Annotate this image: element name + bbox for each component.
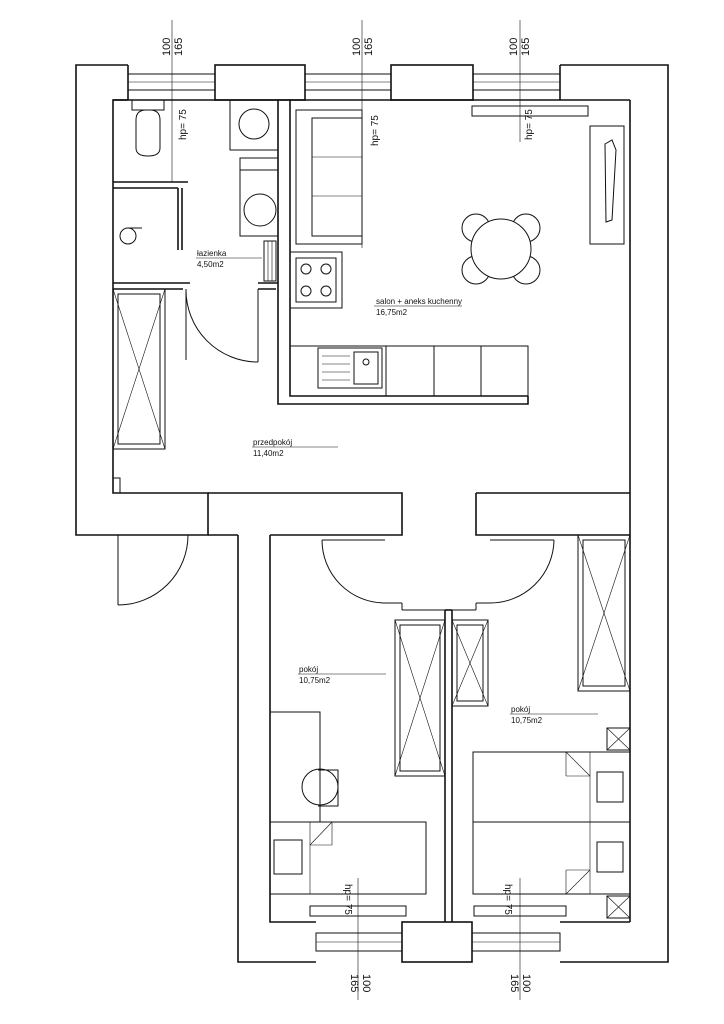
dimension-lines — [171, 20, 598, 1000]
living-name: salon + aneks kuchenny — [376, 297, 462, 306]
room1-area: 10,75m2 — [299, 676, 331, 685]
hall-name: przedpokój — [253, 438, 292, 447]
window5-width: 100 — [520, 974, 532, 992]
double-bed-icon — [472, 751, 631, 895]
dining-table-icon — [461, 213, 541, 285]
window3-width: 100 — [508, 38, 520, 56]
bottom-windows — [315, 932, 561, 952]
bathroom-sink-icon — [239, 157, 279, 237]
hall-area: 11,40m2 — [253, 449, 284, 458]
window2-height: 165 — [363, 38, 375, 56]
doors — [112, 288, 555, 606]
room2-name: pokój — [511, 705, 530, 714]
window4-height: 165 — [348, 974, 360, 992]
room-labels: łazienka 4,50m2 salon + aneks kuchenny 1… — [197, 249, 543, 725]
bathroom-area: 4,50m2 — [197, 260, 224, 269]
washing-machine-icon — [229, 99, 279, 151]
living-furniture — [289, 105, 625, 397]
window2-width: 100 — [351, 38, 363, 56]
tv-stand-icon — [589, 125, 625, 245]
window1-sill: hp= 75 — [178, 109, 189, 140]
room2-area: 10,75m2 — [511, 716, 543, 725]
living-area: 16,75m2 — [376, 308, 408, 317]
kitchen-sink-icon — [317, 347, 383, 389]
window1-height: 165 — [173, 38, 185, 56]
shower-drain-icon — [119, 227, 142, 245]
inner-walls — [113, 99, 630, 922]
window5-height: 165 — [508, 974, 520, 992]
window2-sill: hp= 75 — [370, 115, 381, 146]
stove-icon — [289, 251, 343, 309]
outer-walls — [75, 64, 669, 963]
sofa-icon — [295, 109, 363, 245]
desk-chair-icon — [301, 768, 339, 807]
bedroom2-furniture — [472, 727, 631, 919]
window1-width: 100 — [161, 38, 173, 56]
bathroom-fixtures — [119, 99, 279, 282]
window3-height: 165 — [520, 38, 532, 56]
bathroom-name: łazienka — [197, 249, 227, 258]
window3-sill: hp= 75 — [524, 109, 535, 140]
kitchen-counter — [289, 345, 529, 397]
window-dimension-labels: 100 165 hp= 75 100 165 hp= 75 100 165 hp… — [161, 38, 535, 993]
single-bed-icon — [269, 821, 427, 895]
window4-width: 100 — [360, 974, 372, 992]
window5-sill: hp= 75 — [502, 884, 513, 915]
wardrobes — [112, 288, 631, 777]
top-windows — [127, 73, 561, 91]
room1-name: pokój — [299, 665, 318, 674]
window4-sill: hp= 75 — [342, 884, 353, 915]
toilet-icon — [131, 99, 165, 157]
